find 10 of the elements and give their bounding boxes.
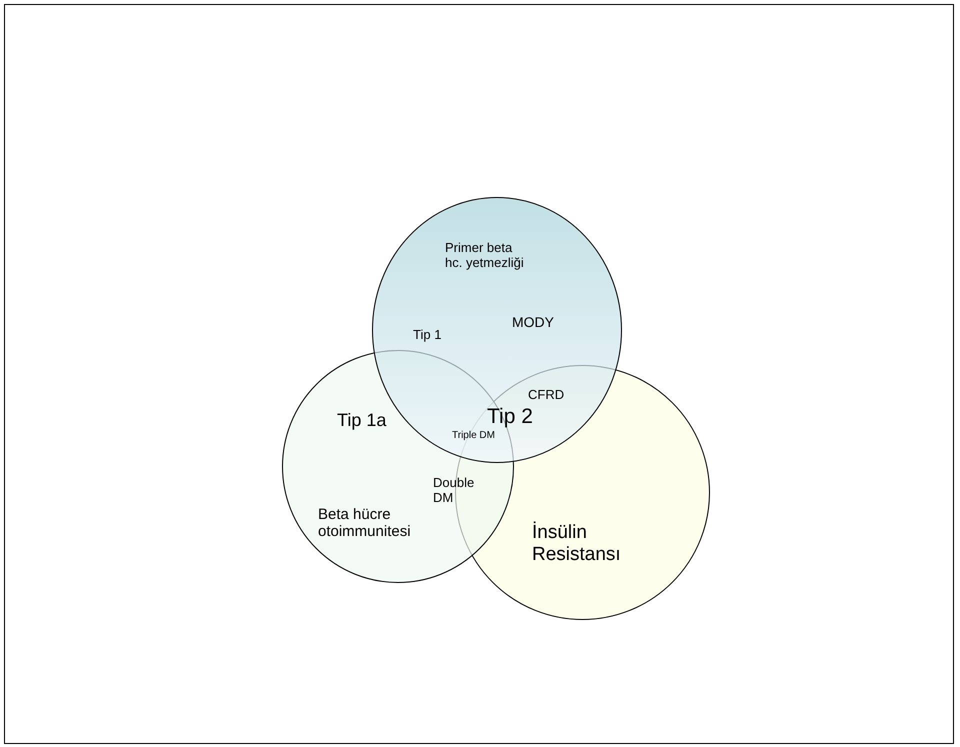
set-label: Tip 1a	[337, 410, 386, 431]
overlap-label: Double DM	[433, 476, 476, 506]
set-label: Tip 1	[413, 328, 442, 343]
overlap-label: CFRD	[528, 388, 564, 403]
set-label: MODY	[512, 314, 554, 330]
set-label: Beta hücre otoimmunitesi	[318, 506, 412, 540]
set-label: İnsülin Resistansı	[532, 522, 622, 566]
overlap-label: Triple DM	[452, 430, 495, 442]
overlap-label: Tip 2	[487, 405, 533, 430]
set-label: Primer beta hc. yetmezliği	[445, 241, 525, 271]
